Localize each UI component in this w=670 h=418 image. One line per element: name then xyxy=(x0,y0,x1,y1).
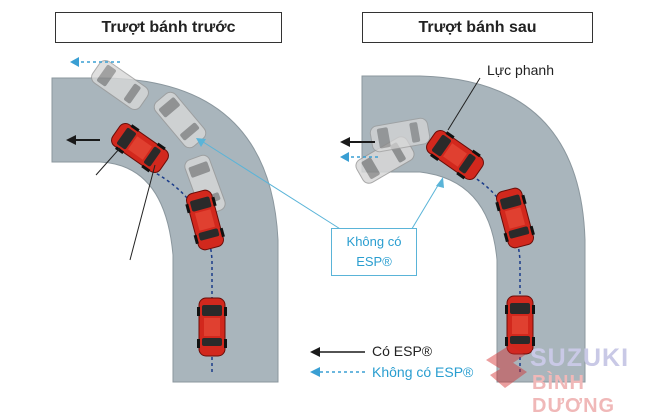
brake-force-label: Lực phanh xyxy=(487,62,554,78)
legend-without-esp: Không có ESP® xyxy=(372,364,474,380)
arrow-esp xyxy=(66,135,100,145)
arrow-no-esp xyxy=(70,57,120,67)
car-icon xyxy=(196,297,228,357)
legend-with-esp: Có ESP® xyxy=(372,343,433,359)
arrow-no-esp xyxy=(340,152,378,162)
callout-line1: Không có xyxy=(346,234,402,249)
callout-no-esp: Không có ESP® xyxy=(331,228,417,276)
left-road xyxy=(51,77,279,383)
legend-arrow-esp xyxy=(310,347,365,357)
logo-text-bottom: BÌNH DƯƠNG xyxy=(532,372,616,417)
legend-arrow-no-esp xyxy=(310,367,365,377)
esp-diagram xyxy=(51,57,586,388)
arrow-esp xyxy=(340,137,375,147)
logo-mark xyxy=(486,345,527,388)
callout-line2: ESP® xyxy=(356,254,392,269)
title-rear-skid: Trượt bánh sau xyxy=(362,12,593,43)
title-front-skid: Trượt bánh trước xyxy=(55,12,282,43)
logo-text-top: SUZUKI xyxy=(530,344,630,372)
right-path xyxy=(469,174,521,372)
